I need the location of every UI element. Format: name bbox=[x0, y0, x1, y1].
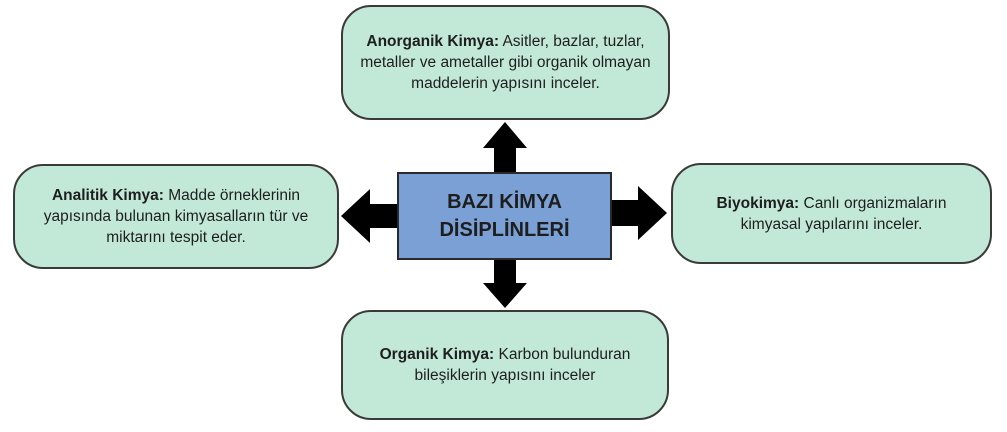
anorganik-kimya-box: Anorganik Kimya: Asitler, bazlar, tuzlar… bbox=[341, 5, 670, 120]
arrow-left bbox=[341, 189, 397, 243]
organik-kimya-title: Organik Kimya: bbox=[379, 346, 495, 363]
biyokimya-description: Canlı organizmaların kimyasal yapılarını… bbox=[740, 194, 947, 233]
arrow-down bbox=[483, 260, 527, 308]
anorganik-kimya-text: Anorganik Kimya: Asitler, bazlar, tuzlar… bbox=[355, 31, 656, 94]
arrow-up bbox=[483, 122, 527, 172]
analitik-kimya-box: Analitik Kimya: Madde örneklerinin yapıs… bbox=[13, 164, 339, 269]
organik-kimya-description: Karbon bulunduran bileşiklerin yapısını … bbox=[414, 346, 631, 384]
analitik-kimya-title: Analitik Kimya: bbox=[51, 187, 164, 204]
biyokimya-title: Biyokimya: bbox=[716, 194, 800, 212]
center-title-line-1: BAZI KİMYA bbox=[447, 191, 562, 213]
organik-kimya-box: Organik Kimya: Karbon bulunduran bileşik… bbox=[341, 310, 669, 420]
biyokimya-box: Biyokimya: Canlı organizmaların kimyasal… bbox=[671, 163, 992, 264]
center-title-line-2: DİSİPLİNLERİ bbox=[439, 219, 570, 241]
analitik-kimya-text: Analitik Kimya: Madde örneklerinin yapıs… bbox=[27, 185, 325, 248]
anorganik-kimya-description: Asitler, bazlar, tuzlar, metaller ve ame… bbox=[360, 33, 651, 92]
arrow-right bbox=[612, 186, 667, 240]
center-title-box: BAZI KİMYA DİSİPLİNLERİ bbox=[397, 172, 612, 260]
biyokimya-text: Biyokimya: Canlı organizmaların kimyasal… bbox=[685, 193, 978, 235]
anorganik-kimya-title: Anorganik Kimya: bbox=[366, 33, 500, 50]
organik-kimya-text: Organik Kimya: Karbon bulunduran bileşik… bbox=[355, 344, 655, 386]
center-title: BAZI KİMYA DİSİPLİNLERİ bbox=[439, 188, 569, 244]
analitik-kimya-description: Madde örneklerinin yapısında bulunan kim… bbox=[43, 187, 309, 246]
